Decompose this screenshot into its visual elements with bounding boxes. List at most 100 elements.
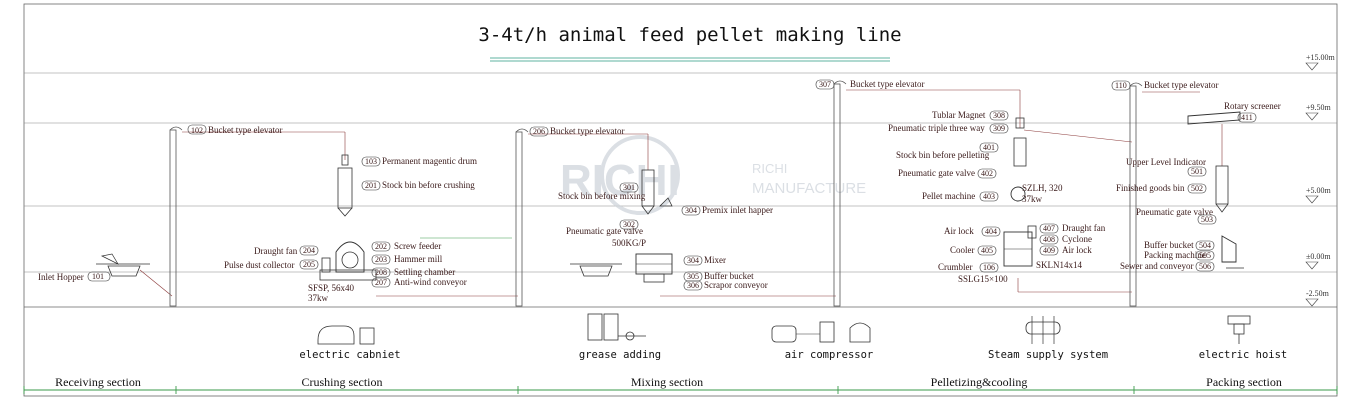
level-triangle-icon <box>1305 195 1319 204</box>
pulse-no: 205 <box>303 260 315 269</box>
packing-label: Packing machine <box>1144 250 1206 260</box>
pel-elevator-no: 307 <box>819 80 831 89</box>
premix-no: 304 <box>685 206 697 215</box>
section-labels: Receiving section Crushing section Mixin… <box>55 375 1282 389</box>
electric-hoist-icon <box>1227 315 1251 325</box>
magnet-no: 308 <box>993 111 1005 120</box>
screener-no: 411 <box>1241 113 1253 122</box>
mixing-bin-icon <box>641 169 655 207</box>
indicator-label: Upper Level Indicator <box>1126 157 1206 167</box>
mix-elevator-no: 206 <box>533 127 545 136</box>
hammer-model: SFSP, 56x40 <box>308 283 355 293</box>
air-compressor-icon <box>771 325 797 343</box>
screener-label: Rotary screener <box>1224 101 1281 111</box>
pel-valve-no: 402 <box>981 169 993 178</box>
finished-bin-icon <box>1215 165 1229 205</box>
pel-elevator-label: Bucket type elevator <box>850 79 924 89</box>
mix-valve-no: 302 <box>623 220 635 229</box>
tubular-magnet-icon <box>1015 117 1025 129</box>
finished-label: Finished goods bin <box>1116 183 1185 193</box>
premix-label: Premix inlet happer <box>702 205 773 215</box>
sewer-label: Sewer and conveyor <box>1120 261 1193 271</box>
equipment-row: electric cabniet grease adding air compr… <box>299 313 1288 361</box>
watermark-logo-text: RICHI <box>560 156 680 205</box>
equipment-label: grease adding <box>579 349 661 361</box>
cyclone-label: Cyclone <box>1062 234 1092 244</box>
bin-no: 201 <box>365 181 377 190</box>
mix-valve-label: Pneumatic gate valve <box>566 226 643 236</box>
mix-elevator-label: Bucket type elevator <box>550 126 624 136</box>
pack-elevator-no: 110 <box>1115 81 1127 90</box>
pellet-machine-icon <box>1010 186 1026 202</box>
mixer-no: 304 <box>687 256 699 265</box>
airlock2-no: 409 <box>1043 246 1055 255</box>
level-label: +5.00m <box>1306 186 1332 195</box>
buffer-bucket-icon <box>643 273 665 283</box>
mixing-section-drawing: 206 Bucket type elevator 301 Stock bin b… <box>515 126 836 307</box>
equipment-label: electric hoist <box>1199 349 1288 361</box>
grease-adding-icon <box>587 313 603 341</box>
airlock-label: Air lock <box>944 226 974 236</box>
pack-valve-no: 503 <box>1201 215 1213 224</box>
draught-fan-no: 204 <box>303 246 315 255</box>
draught-no: 407 <box>1043 224 1055 233</box>
pulse-dust-collector-icon <box>321 257 331 273</box>
mixer-label: Mixer <box>704 255 726 265</box>
section-label: Crushing section <box>302 375 383 389</box>
elevator-no: 102 <box>191 126 203 135</box>
receiving-section-drawing: Inlet Hopper 101 102 Bucket type elevato… <box>38 124 345 307</box>
level-triangle-icon <box>1305 298 1319 307</box>
draught-fan-label: Draught fan <box>254 246 298 256</box>
mix-bin-label: Stock bin before mixing <box>558 191 646 201</box>
hammer-no: 203 <box>375 255 387 264</box>
diagram-border <box>23 3 1338 397</box>
triple-no: 309 <box>993 124 1005 133</box>
finished-no: 502 <box>1191 184 1203 193</box>
mixer-capacity: 500KG/P <box>612 238 646 248</box>
pelletizing-section-drawing: 307 Bucket type elevator Tublar Magnet 3… <box>815 79 1133 307</box>
machine-power: 37kw <box>1022 194 1043 204</box>
bin-label: Stock bin before crushing <box>382 180 475 190</box>
pulse-label: Pulse dust collector <box>224 260 295 270</box>
settling-label: Settling chamber <box>394 267 455 277</box>
section-label: Pelletizing&cooling <box>931 375 1028 389</box>
crumbler-label: Crumbler <box>938 262 973 272</box>
hammer-power: 37kw <box>308 293 329 303</box>
equipment-label: electric cabniet <box>299 349 400 361</box>
equipment-label: Steam supply system <box>988 349 1108 361</box>
premix-hopper-icon <box>659 197 673 207</box>
bucket-elevator-icon <box>515 131 523 307</box>
buffer-label: Buffer bucket <box>1144 240 1194 250</box>
drum-no: 103 <box>365 157 377 166</box>
draught-label: Draught fan <box>1062 223 1106 233</box>
drum-label: Permanent magentic drum <box>382 156 477 166</box>
inlet-hopper-no: 101 <box>92 272 104 281</box>
watermark-logo-icon <box>600 135 680 215</box>
cooler-label: Cooler <box>950 245 975 255</box>
watermark-line1: RICHI <box>752 161 787 176</box>
cooler-no: 405 <box>981 246 993 255</box>
indicator-no: 501 <box>1191 167 1203 176</box>
section-label: Receiving section <box>55 375 141 389</box>
bucket-elevator-icon <box>833 83 841 307</box>
crushing-section-drawing: 103 Permanent magentic drum 201 Stock bi… <box>224 132 518 303</box>
buffer-no: 504 <box>1199 241 1211 250</box>
inlet-hopper-label: Inlet Hopper <box>38 272 84 282</box>
equipment-label: air compressor <box>785 349 874 361</box>
anti-no: 207 <box>375 278 387 287</box>
machine-label: Pellet machine <box>922 191 975 201</box>
scraper-label: Scrapor conveyor <box>704 280 768 290</box>
settling-no: 208 <box>375 268 387 277</box>
pel-valve-label: Pneumatic gate valve <box>898 168 975 178</box>
rotary-screener-icon <box>1187 111 1241 125</box>
airlock2-label: Air lock <box>1062 245 1092 255</box>
pack-valve-label: Pneumatic gate valve <box>1136 207 1213 217</box>
level-label: +9.50m <box>1306 103 1332 112</box>
magnetic-drum-icon <box>341 154 349 166</box>
pel-bin-no: 401 <box>983 143 995 152</box>
level-label: +15.00m <box>1306 53 1336 62</box>
level-triangle-icon <box>1305 261 1319 270</box>
machine-no: 403 <box>983 192 995 201</box>
